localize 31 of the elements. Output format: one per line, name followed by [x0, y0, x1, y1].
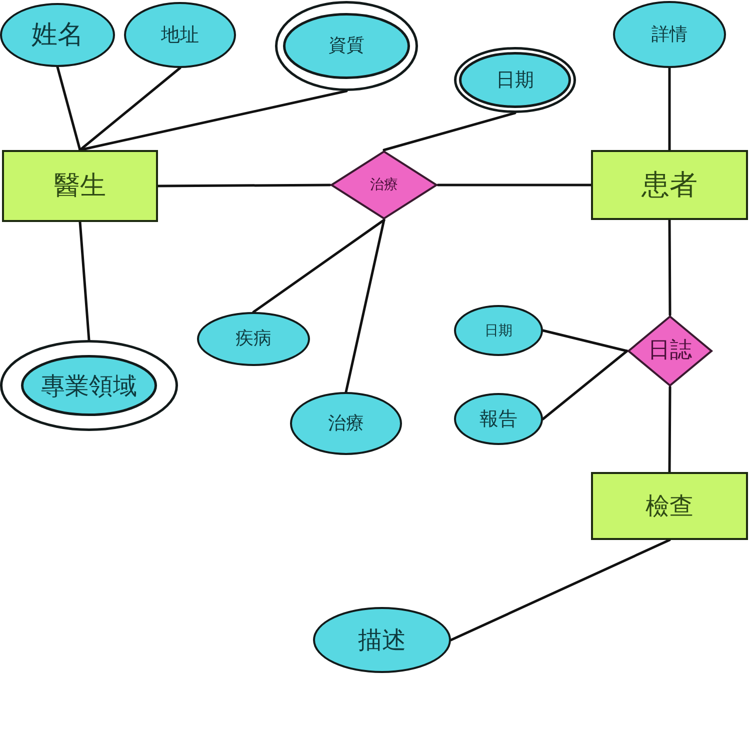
- attribute-ellipse: 日期: [454, 305, 543, 356]
- attribute-ellipse: 報告: [454, 393, 543, 445]
- connector-line: [78, 220, 90, 342]
- double-ellipse: 專業領域: [0, 340, 178, 431]
- connector-line: [156, 184, 332, 188]
- connector-line: [252, 218, 386, 314]
- attribute-ellipse: 地址: [124, 2, 236, 68]
- connector-line: [668, 386, 672, 474]
- connector-line: [668, 218, 672, 316]
- relationship-diamond: 日誌: [627, 315, 713, 387]
- attribute-ellipse: 描述: [313, 607, 451, 673]
- double-ellipse: 資質: [275, 1, 418, 91]
- double-ellipse: 日期: [454, 47, 576, 113]
- connector-line: [78, 66, 182, 152]
- connector-line: [450, 538, 671, 642]
- connector-line: [56, 66, 82, 152]
- connector-line: [344, 218, 386, 394]
- connector-line: [542, 329, 628, 352]
- connector-line: [382, 112, 516, 152]
- connector-line: [542, 350, 628, 420]
- connector-line: [78, 90, 348, 152]
- entity-box: 檢查: [591, 472, 748, 540]
- entity-box: 醫生: [2, 150, 158, 222]
- entity-box: 患者: [591, 150, 748, 220]
- relationship-diamond: 治療: [330, 150, 438, 220]
- attribute-ellipse: 姓名: [0, 3, 115, 67]
- attribute-ellipse: 疾病: [197, 312, 310, 366]
- attribute-ellipse: 治療: [290, 392, 402, 455]
- connector-line: [436, 184, 592, 186]
- attribute-ellipse: 詳情: [613, 1, 726, 68]
- connector-line: [668, 66, 671, 152]
